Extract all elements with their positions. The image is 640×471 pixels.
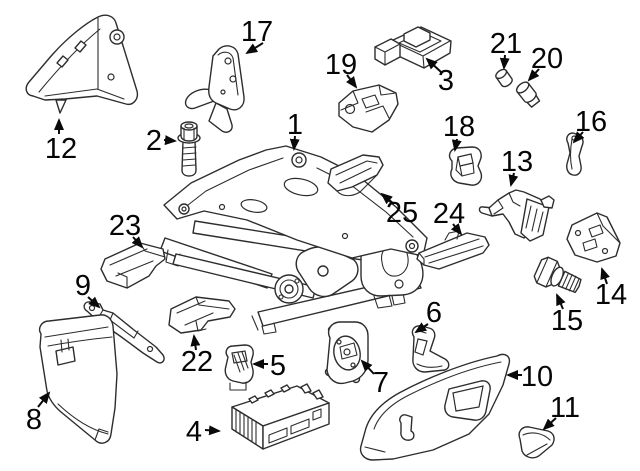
callout-16-number: 16 — [575, 106, 607, 138]
callout-1-number: 1 — [287, 109, 303, 141]
part-3-drawing — [374, 26, 452, 69]
callout-13[interactable]: 13 — [501, 146, 533, 187]
callout-13-number: 13 — [501, 146, 533, 178]
callout-22-number: 22 — [181, 346, 213, 378]
callout-4-number: 4 — [186, 416, 202, 448]
part-14-drawing — [566, 212, 621, 263]
callout-17[interactable]: 17 — [241, 16, 273, 55]
callout-16[interactable]: 16 — [572, 106, 607, 144]
part-20-drawing — [515, 81, 541, 108]
part-5-drawing — [224, 344, 254, 391]
callout-7[interactable]: 7 — [360, 359, 389, 399]
callout-10-number: 10 — [521, 361, 553, 393]
callout-21-number: 21 — [490, 28, 522, 60]
part-18-drawing — [448, 146, 483, 186]
callout-3[interactable]: 3 — [425, 57, 454, 97]
part-7-drawing — [324, 321, 369, 385]
callout-24-number: 24 — [433, 198, 465, 230]
part-12-drawing — [25, 14, 139, 114]
callout-12[interactable]: 12 — [45, 118, 77, 165]
part-15-drawing — [533, 256, 582, 294]
callout-14-number: 14 — [595, 279, 627, 311]
callout-25[interactable]: 25 — [380, 192, 418, 229]
callout-18-number: 18 — [443, 111, 475, 143]
part-11-drawing — [518, 426, 555, 459]
callout-9[interactable]: 9 — [75, 270, 101, 309]
callout-22[interactable]: 22 — [181, 334, 213, 378]
part-6-drawing — [411, 325, 450, 373]
part-1-drawing — [159, 145, 428, 335]
callout-24[interactable]: 24 — [433, 198, 465, 236]
callout-12-number: 12 — [45, 133, 77, 165]
part-10-drawing — [359, 353, 511, 461]
callout-25-number: 25 — [386, 197, 418, 229]
callout-11-number: 11 — [550, 392, 580, 424]
part-8-drawing — [38, 314, 118, 444]
part-25-drawing — [327, 154, 384, 197]
part-24-drawing — [416, 230, 490, 270]
part-16-drawing — [566, 132, 584, 176]
callout-2-number: 2 — [146, 125, 162, 157]
part-22-drawing — [168, 296, 236, 334]
callout-21[interactable]: 21 — [490, 28, 522, 70]
callout-4[interactable]: 4 — [186, 416, 221, 448]
callout-19[interactable]: 19 — [325, 49, 358, 89]
callout-2[interactable]: 2 — [146, 125, 177, 157]
part-23-drawing — [100, 242, 166, 289]
callout-23-number: 23 — [109, 210, 141, 242]
callout-7-number: 7 — [373, 367, 389, 399]
part-2-drawing — [177, 121, 201, 177]
callout-8-number: 8 — [26, 404, 42, 436]
callout-9-number: 9 — [75, 270, 91, 302]
callout-1[interactable]: 1 — [287, 109, 303, 151]
callout-14[interactable]: 14 — [595, 267, 627, 311]
callout-3-number: 3 — [438, 65, 454, 97]
part-17-drawing — [184, 45, 245, 133]
callout-20[interactable]: 20 — [527, 43, 563, 82]
part-4-drawing — [231, 383, 330, 450]
callout-23[interactable]: 23 — [109, 210, 144, 249]
callout-5-number: 5 — [270, 350, 286, 382]
callout-10[interactable]: 10 — [506, 361, 553, 393]
part-19-drawing — [338, 84, 399, 133]
callout-15[interactable]: 15 — [551, 293, 583, 337]
callout-17-number: 17 — [241, 16, 273, 48]
callout-5[interactable]: 5 — [252, 350, 286, 382]
part-21-drawing — [495, 68, 513, 88]
callout-6-number: 6 — [426, 297, 442, 329]
callout-8[interactable]: 8 — [26, 391, 51, 436]
callout-6[interactable]: 6 — [414, 297, 442, 334]
callout-18[interactable]: 18 — [443, 111, 475, 152]
callout-15-number: 15 — [551, 305, 583, 337]
part-13-drawing — [478, 189, 555, 242]
callout-11[interactable]: 11 — [542, 392, 580, 431]
callout-19-number: 19 — [325, 49, 357, 81]
callout-20-number: 20 — [531, 43, 563, 75]
